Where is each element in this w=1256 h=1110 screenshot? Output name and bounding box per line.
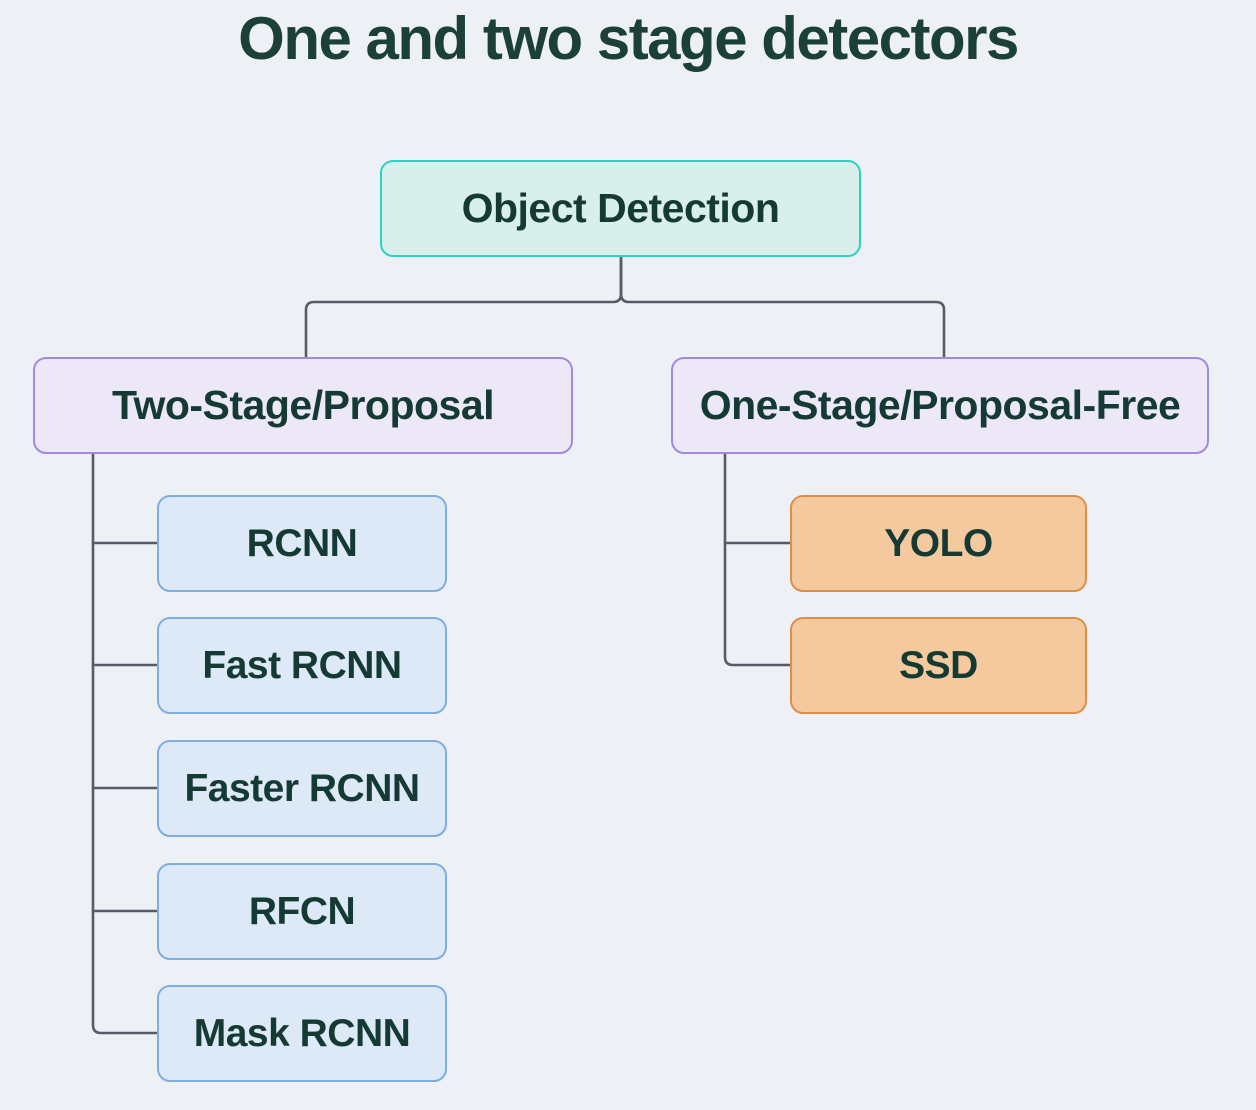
node-mask-rcnn-label: Mask RCNN: [193, 1011, 411, 1055]
node-fast-rcnn: Fast RCNN: [157, 617, 447, 714]
node-mask-rcnn: Mask RCNN: [157, 985, 447, 1082]
node-object-detection-label: Object Detection: [461, 185, 780, 231]
connector-one-stage-trunk: [723, 452, 792, 667]
node-rcnn: RCNN: [157, 495, 447, 592]
node-ssd-label: SSD: [899, 643, 978, 687]
node-rfcn-label: RFCN: [248, 889, 356, 933]
node-rcnn-label: RCNN: [246, 521, 358, 565]
node-object-detection: Object Detection: [380, 160, 861, 257]
connector-two-stage-trunk: [91, 452, 159, 1035]
connector-root-to-two-stage: [304, 256, 623, 359]
node-two-stage-proposal-label: Two-Stage/Proposal: [111, 382, 495, 428]
node-one-stage-proposal-free-label: One-Stage/Proposal-Free: [699, 382, 1181, 428]
node-rfcn: RFCN: [157, 863, 447, 960]
node-yolo: YOLO: [790, 495, 1087, 592]
node-fast-rcnn-label: Fast RCNN: [202, 643, 402, 687]
node-two-stage-proposal: Two-Stage/Proposal: [33, 357, 573, 454]
connector-root-to-one-stage: [619, 256, 946, 359]
node-one-stage-proposal-free: One-Stage/Proposal-Free: [671, 357, 1209, 454]
diagram-title: One and two stage detectors: [238, 5, 1019, 72]
node-yolo-label: YOLO: [884, 521, 993, 565]
node-faster-rcnn: Faster RCNN: [157, 740, 447, 837]
node-faster-rcnn-label: Faster RCNN: [184, 766, 420, 810]
node-ssd: SSD: [790, 617, 1087, 714]
